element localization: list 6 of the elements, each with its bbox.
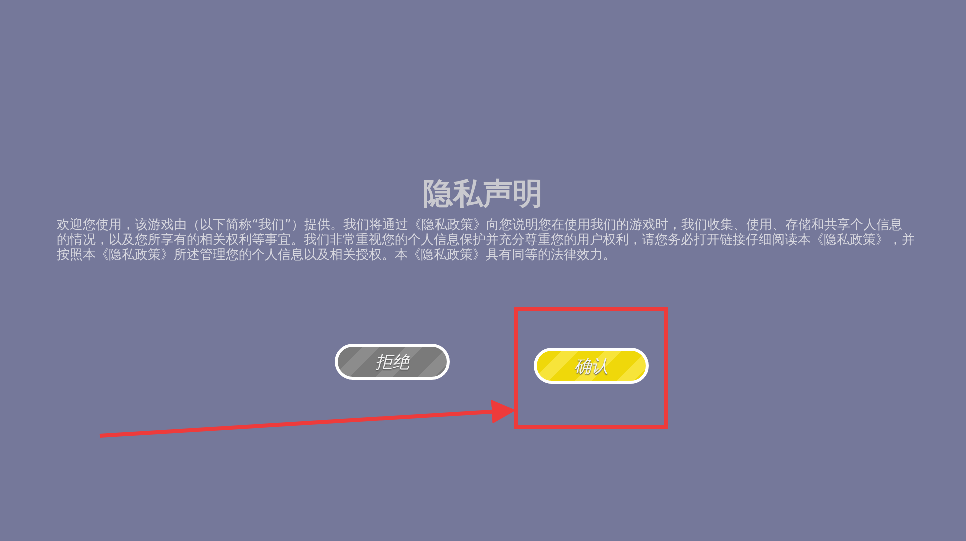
decline-button: 拒绝 <box>335 344 450 380</box>
arrow <box>100 400 516 438</box>
dialog-title: 隐私声明 <box>422 176 544 214</box>
notice-paragraph: 欢迎您使用，该游戏由（以下简称“我们”）提供。我们将通过《隐私政策》向您说明您在使用我们的游戏时，我们收集、使用、存储和共享个人信息的情况，以及您所享有的相关权利等事宜。我们非常重视您的个人信息保护并充分尊重您的用户权利，请您务必打开链接仔细阅读本《隐私政策》，并按照本《隐私政策》所述管理您的个人信息以及相关授权。本《隐私政策》具有同等的法律效力。 <box>57 218 915 263</box>
highlight-frame <box>514 307 668 429</box>
confirm-button: 确认 <box>534 348 649 384</box>
